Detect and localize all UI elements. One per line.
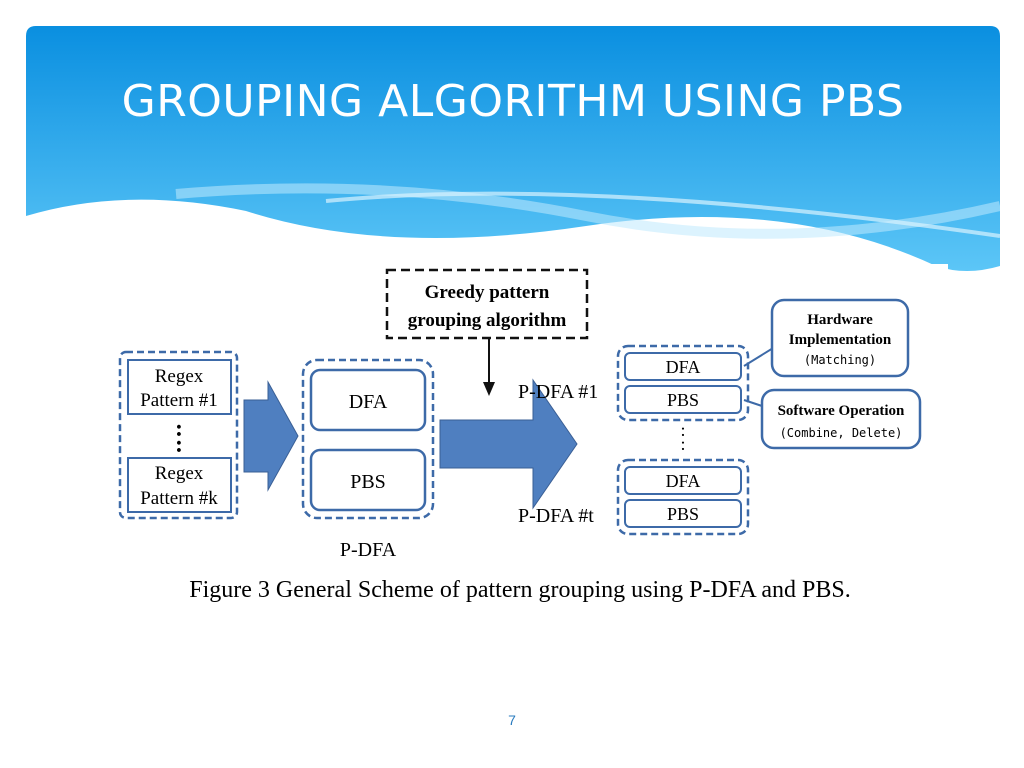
- pdfa-dfa-label: DFA: [349, 391, 388, 413]
- software-callout-box: [760, 388, 922, 450]
- group-t-box: [616, 458, 750, 536]
- header-background: [26, 26, 1000, 271]
- header-banner: GROUPING ALGORITHM USING PBS: [26, 26, 1000, 276]
- software-callout-pointer: [743, 399, 763, 407]
- input-patterns-group: [118, 350, 239, 520]
- group-t-dfa-box: [624, 466, 742, 495]
- regex-pattern-k-line1: Regex: [155, 463, 204, 484]
- group-1-label: P-DFA #1: [518, 381, 598, 403]
- slide-title: GROUPING ALGORITHM USING PBS: [121, 76, 905, 127]
- pdfa-group: [301, 358, 435, 520]
- greedy-algorithm-line1: Greedy pattern: [425, 282, 550, 303]
- greedy-algorithm-line2: grouping algorithm: [408, 310, 567, 331]
- software-callout-line1: Software Operation: [778, 403, 905, 419]
- arrow-to-pdfa: [243, 380, 299, 492]
- regex-pattern-1-line1: Regex: [155, 366, 204, 387]
- group-1-box: [616, 344, 750, 422]
- pdfa-pbs-label: PBS: [350, 471, 386, 493]
- hardware-callout-line2: Implementation: [789, 332, 892, 348]
- group-1-pbs-box: [624, 385, 742, 414]
- arrow-to-groups: [439, 378, 578, 510]
- group-ellipsis-2: :: [680, 434, 685, 454]
- regex-pattern-k-box: [127, 457, 232, 513]
- pdfa-dfa-box: [309, 368, 427, 432]
- page-number: 7: [508, 712, 516, 728]
- algorithm-arrow-head: [483, 382, 495, 396]
- group-t-dfa-label: DFA: [666, 471, 701, 491]
- group-ellipsis-1: :: [680, 420, 685, 440]
- pdfa-caption: P-DFA: [340, 539, 397, 561]
- hardware-callout-box: [770, 298, 910, 378]
- group-t-label: P-DFA #t: [518, 505, 594, 527]
- hardware-callout-line3: (Matching): [804, 353, 876, 367]
- regex-pattern-1-box: [127, 359, 232, 415]
- group-t-pbs-label: PBS: [667, 504, 699, 524]
- input-ellipsis-1: :: [175, 416, 183, 442]
- group-1-pbs-label: PBS: [667, 390, 699, 410]
- figure-caption: Figure 3 General Scheme of pattern group…: [189, 577, 850, 603]
- pdfa-pbs-box: [309, 448, 427, 512]
- regex-pattern-k-line2: Pattern #k: [140, 488, 218, 509]
- group-1-dfa-label: DFA: [666, 357, 701, 377]
- input-ellipsis-2: :: [175, 432, 183, 458]
- software-callout-line2: (Combine, Delete): [780, 426, 903, 440]
- hardware-callout-line1: Hardware: [807, 312, 873, 328]
- group-t-pbs-box: [624, 499, 742, 528]
- greedy-algorithm-box: [385, 268, 589, 340]
- group-1-dfa-box: [624, 352, 742, 381]
- regex-pattern-1-line2: Pattern #1: [140, 390, 218, 411]
